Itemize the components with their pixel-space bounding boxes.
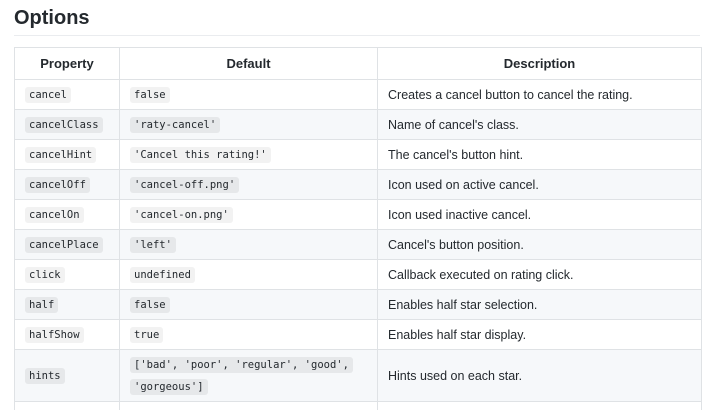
property-cell: half — [14, 289, 120, 320]
description-cell: Name of cancel's class. — [377, 109, 702, 140]
default-cell: 'raty-cancel' — [119, 109, 378, 140]
property-code: hints — [25, 367, 65, 384]
default-cell: false — [119, 289, 378, 320]
table-row: cancelClass 'raty-cancel' Name of cancel… — [14, 109, 702, 140]
description-cell: Callback executed on rating click. — [377, 259, 702, 290]
default-code: undefined — [130, 266, 195, 283]
property-code: cancelPlace — [25, 236, 103, 253]
table-row: cancelOn 'cancel-on.png' Icon used inact… — [14, 199, 702, 230]
description-cell: Cancel's button position. — [377, 229, 702, 260]
default-cell: 'Cancel this rating!' — [119, 139, 378, 170]
property-code: cancelOn — [25, 206, 84, 223]
table-row: halfShow true Enables half star display. — [14, 319, 702, 350]
default-code: false — [130, 86, 170, 103]
column-header-property: Property — [14, 47, 120, 80]
section-heading: Options — [14, 4, 700, 36]
default-cell: ['bad', 'poor', 'regular', 'good', 'gorge… — [119, 349, 378, 402]
property-cell: click — [14, 259, 120, 290]
default-cell: true — [119, 319, 378, 350]
property-code: cancelClass — [25, 116, 103, 133]
property-code: half — [25, 296, 59, 313]
default-cell — [119, 401, 378, 410]
description-cell: Icon used inactive cancel. — [377, 199, 702, 230]
property-cell: cancelClass — [14, 109, 120, 140]
property-cell — [14, 401, 120, 410]
description-cell: Enables half star selection. — [377, 289, 702, 320]
table-row: hints ['bad', 'poor', 'regular', 'good',… — [14, 349, 702, 402]
property-cell: cancel — [14, 79, 120, 110]
description-cell: Hints used on each star. — [377, 349, 702, 402]
property-code: cancel — [25, 86, 71, 103]
table-row: cancel false Creates a cancel button to … — [14, 79, 702, 110]
default-code-line-1: ['bad', 'poor', 'regular', 'good', — [130, 356, 353, 373]
property-code: cancelHint — [25, 146, 97, 163]
default-code: 'cancel-off.png' — [130, 176, 240, 193]
default-code: 'left' — [130, 236, 176, 253]
property-code: click — [25, 266, 65, 283]
property-code: cancelOff — [25, 176, 90, 193]
description-cell: Enables half star display. — [377, 319, 702, 350]
property-cell: hints — [14, 349, 120, 402]
table-row: click undefined Callback executed on rat… — [14, 259, 702, 290]
options-table: Property Default Description cancel fals… — [14, 47, 702, 410]
property-code: halfShow — [25, 326, 84, 343]
table-row: cancelOff 'cancel-off.png' Icon used on … — [14, 169, 702, 200]
table-row: half false Enables half star selection. — [14, 289, 702, 320]
description-cell: Creates a cancel button to cancel the ra… — [377, 79, 702, 110]
default-code: true — [130, 326, 164, 343]
default-code: 'Cancel this rating!' — [130, 146, 271, 163]
table-row: cancelPlace 'left' Cancel's button posit… — [14, 229, 702, 260]
default-cell: 'cancel-off.png' — [119, 169, 378, 200]
description-cell: The cancel's button hint. — [377, 139, 702, 170]
default-cell: false — [119, 79, 378, 110]
default-code: 'cancel-on.png' — [130, 206, 233, 223]
property-cell: cancelPlace — [14, 229, 120, 260]
description-cell: Icon used on active cancel. — [377, 169, 702, 200]
default-cell: 'cancel-on.png' — [119, 199, 378, 230]
default-code: 'raty-cancel' — [130, 116, 221, 133]
table-header-row: Property Default Description — [14, 47, 702, 80]
table-row-partial — [14, 401, 702, 410]
property-cell: cancelOn — [14, 199, 120, 230]
property-cell: cancelHint — [14, 139, 120, 170]
property-cell: cancelOff — [14, 169, 120, 200]
default-code: false — [130, 296, 170, 313]
column-header-description: Description — [377, 47, 702, 80]
description-cell — [377, 401, 702, 410]
default-cell: 'left' — [119, 229, 378, 260]
default-cell: undefined — [119, 259, 378, 290]
default-code-line-2: 'gorgeous'] — [130, 378, 208, 395]
table-row: cancelHint 'Cancel this rating!' The can… — [14, 139, 702, 170]
property-cell: halfShow — [14, 319, 120, 350]
column-header-default: Default — [119, 47, 378, 80]
